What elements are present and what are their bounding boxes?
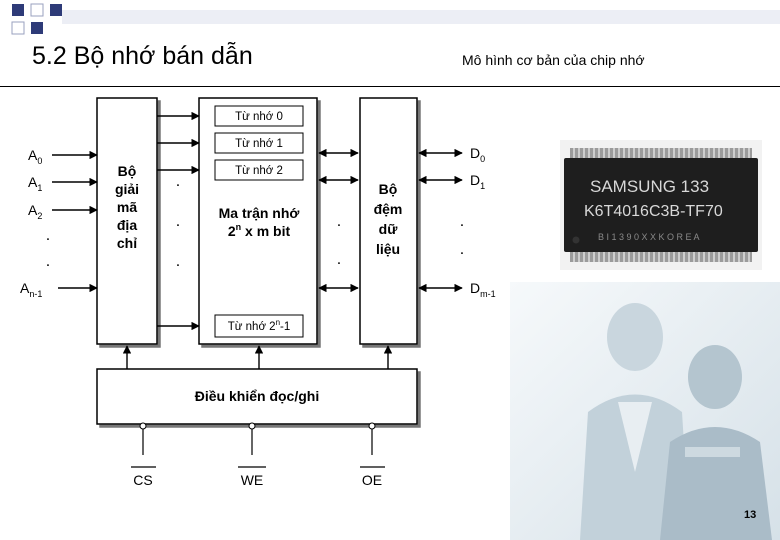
- buffer-label-2: đệm: [374, 201, 403, 217]
- address-ellipsis-dot: .: [46, 227, 50, 244]
- chip-marking-line3: B I 1 3 9 0 X X K O R E A: [598, 232, 700, 242]
- signal-label-cs: CS: [133, 472, 152, 488]
- memory-chip-photo: SAMSUNG 133 K6T4016C3B-TF70 B I 1 3 9 0 …: [560, 140, 762, 270]
- chip-pin1-dot: [573, 237, 580, 244]
- address-label-a2: A2: [28, 202, 42, 221]
- buffer-label-1: Bộ: [379, 181, 398, 197]
- buffer-label-3: dữ: [379, 221, 399, 237]
- matrix-buffer-ellipsis-dot: .: [337, 251, 341, 268]
- signal-label-we: WE: [241, 472, 264, 488]
- signal-pin-we: [249, 423, 255, 429]
- word-line-ellipsis-dot: .: [176, 253, 180, 270]
- word-line-ellipsis-dot: .: [176, 213, 180, 230]
- signal-pin-oe: [369, 423, 375, 429]
- matrix-label-line1: Ma trận nhớ: [219, 205, 300, 221]
- decoder-label-3: mã: [117, 199, 137, 215]
- data-ellipsis-dot: .: [460, 241, 464, 258]
- decoder-label-4: địa: [117, 217, 137, 233]
- word-line-ellipsis-dot: .: [176, 173, 180, 190]
- decoder-label-2: giải: [115, 181, 139, 197]
- memory-word-2: Từ nhớ 2: [235, 165, 283, 177]
- chip-marking-line1: SAMSUNG 133: [590, 177, 709, 196]
- data-label-d0: D0: [470, 145, 485, 164]
- memory-word-1: Từ nhớ 1: [235, 138, 283, 150]
- address-label-a0: A0: [28, 147, 42, 166]
- chip-marking-line2: K6T4016C3B-TF70: [584, 203, 723, 220]
- address-ellipsis-dot: .: [46, 253, 50, 270]
- rw-control-label: Điều khiển đọc/ghi: [195, 388, 319, 404]
- matrix-buffer-ellipsis-dot: .: [337, 213, 341, 230]
- signal-pin-cs: [140, 423, 146, 429]
- decoder-label-5: chỉ: [117, 235, 137, 251]
- signal-label-oe: OE: [362, 472, 382, 488]
- data-ellipsis-dot: .: [460, 213, 464, 230]
- address-label-a1: A1: [28, 174, 42, 193]
- buffer-label-4: liệu: [376, 241, 400, 257]
- data-label-d1: D1: [470, 172, 485, 191]
- data-label-dm-1: Dm-1: [470, 280, 496, 299]
- page-number: 13: [744, 509, 756, 521]
- memory-word-last: Từ nhớ 2n-1: [228, 318, 291, 333]
- decoder-label-1: Bộ: [118, 163, 137, 179]
- memory-word-0: Từ nhớ 0: [235, 111, 283, 123]
- address-label-an-1: An-1: [20, 280, 42, 299]
